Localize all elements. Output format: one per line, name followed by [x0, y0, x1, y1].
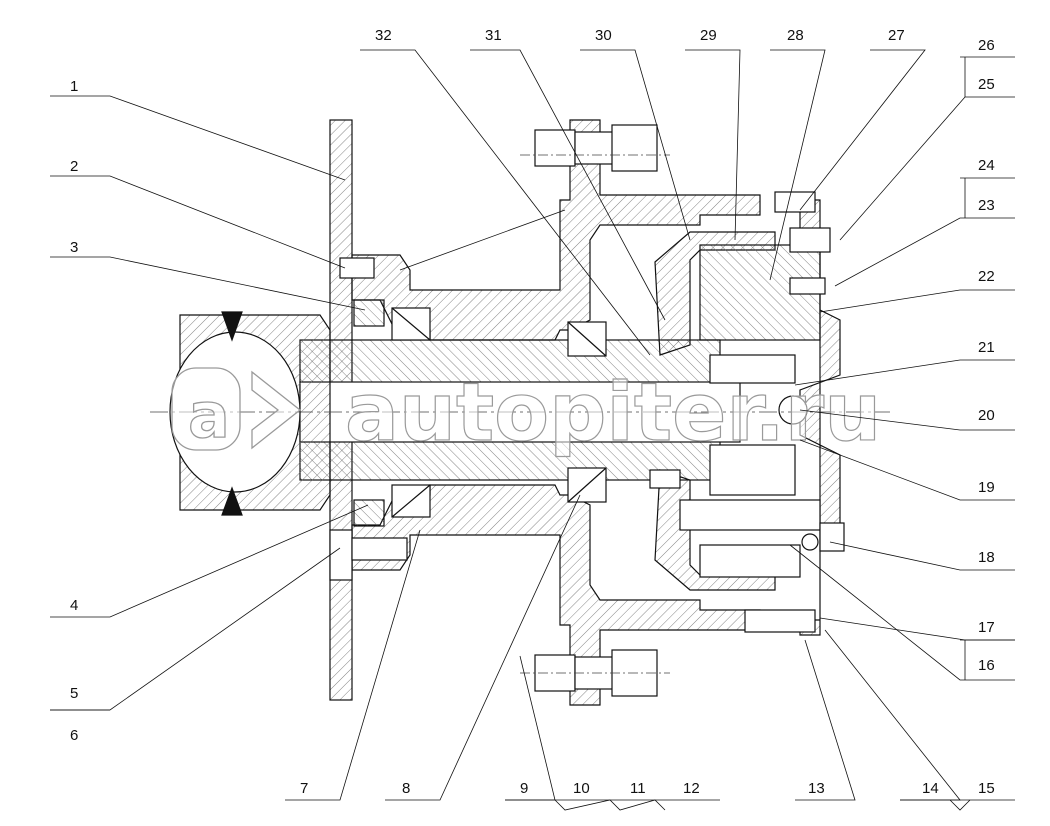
callout-10: 10 [573, 780, 590, 797]
leader-lines [50, 49, 1015, 811]
callout-8: 8 [402, 780, 410, 797]
seal-top [353, 299, 385, 327]
leader-29 [685, 49, 741, 241]
leader-15-tick [949, 799, 971, 811]
callout-20: 20 [978, 407, 995, 424]
bearing-roller [567, 321, 607, 357]
callout-9: 9 [520, 780, 528, 797]
leader-9-12-ticks [554, 799, 666, 811]
gear-teeth-upper [709, 354, 796, 384]
bearing-roller [391, 484, 431, 518]
assembly-section-view [150, 119, 890, 706]
callout-13: 13 [808, 780, 825, 797]
flange-screw [351, 537, 408, 561]
leader-2 [50, 175, 346, 269]
callout-17: 17 [978, 619, 995, 636]
watermark: a autopiter.ru [171, 365, 882, 460]
seal-bottom [353, 499, 385, 527]
nut-top [574, 131, 616, 165]
callout-11: 11 [630, 780, 646, 797]
bearing-roller [391, 307, 431, 341]
leader-7 [285, 529, 421, 801]
bearing-roller [567, 467, 607, 503]
cover-bolt-23 [789, 277, 826, 295]
watermark-text: autopiter.ru [345, 366, 881, 459]
leader-8 [385, 494, 581, 801]
leader-31 [470, 49, 666, 321]
callout-1: 1 [70, 78, 78, 95]
leader-18 [829, 541, 1015, 571]
callout-15: 15 [978, 780, 995, 797]
callout-24: 24 [978, 157, 995, 174]
leader-4 [50, 504, 369, 618]
callout-30: 30 [595, 27, 612, 44]
leader-23 [834, 217, 1015, 287]
callout-26: 26 [978, 37, 995, 54]
callout-21: 21 [978, 339, 995, 356]
leader-28 [769, 49, 826, 281]
leader-30 [580, 49, 691, 241]
svg-text:a: a [188, 379, 230, 452]
cover-bolt-18 [819, 522, 845, 552]
callout-numbers: 1 2 3 4 5 6 7 8 9 10 11 12 13 14 15 16 1… [70, 27, 995, 797]
leader-32 [360, 49, 651, 356]
stud-top [534, 129, 576, 167]
gear-teeth-bottom [699, 544, 801, 578]
marker-top [221, 311, 243, 342]
leader-20 [799, 409, 1015, 431]
ball-16 [801, 533, 819, 551]
cover-bolt-27 [774, 191, 816, 213]
callout-2: 2 [70, 158, 78, 175]
drain-plug [649, 469, 681, 489]
callout-14: 14 [922, 780, 939, 797]
leader-3 [50, 256, 366, 311]
flange-bolt-bottom [329, 529, 353, 581]
callout-29: 29 [700, 27, 717, 44]
leader-16 [789, 544, 1015, 681]
callout-7: 7 [300, 780, 308, 797]
callout-16: 16 [978, 657, 995, 674]
leader-32b [399, 209, 566, 271]
leader-27 [799, 49, 926, 211]
callout-31: 31 [485, 27, 502, 44]
callout-22: 22 [978, 268, 995, 285]
leader-1 [50, 95, 346, 181]
callout-3: 3 [70, 239, 78, 256]
ball-20 [778, 395, 808, 425]
planet-pin [679, 499, 821, 531]
fitting-top [611, 124, 658, 172]
leader-5 [50, 547, 341, 711]
leader-21 [794, 359, 1015, 386]
callout-28: 28 [787, 27, 804, 44]
callout-5: 5 [70, 685, 78, 702]
flange-bolt-top [339, 257, 375, 279]
callout-27: 27 [888, 27, 905, 44]
leader-22 [819, 289, 1015, 313]
watermark-logo-icon: a [171, 367, 302, 453]
leader-14 [824, 629, 961, 801]
callout-18: 18 [978, 549, 995, 566]
callout-4: 4 [70, 597, 78, 614]
leader-17 [819, 617, 1015, 641]
callout-6: 6 [70, 727, 78, 744]
marker-bottom [221, 486, 243, 516]
callout-12: 12 [683, 780, 700, 797]
leader-13 [795, 639, 856, 801]
cover-bolt-14 [744, 609, 816, 633]
callout-19: 19 [978, 479, 995, 496]
callout-32: 32 [375, 27, 392, 44]
cover-bolt-25 [789, 227, 831, 253]
gear-teeth-lower [709, 444, 796, 496]
callout-23: 23 [978, 197, 995, 214]
callout-25: 25 [978, 76, 995, 93]
leader-19 [799, 439, 1015, 501]
